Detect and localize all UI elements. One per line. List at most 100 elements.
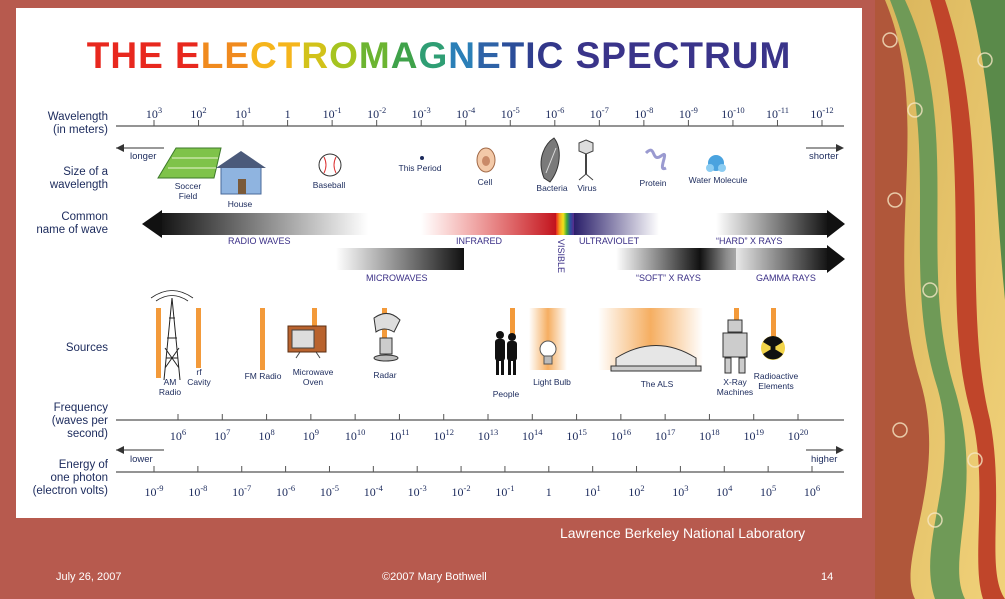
microwave-oven-icon [287,325,327,359]
energy-tick-label: 103 [672,483,688,499]
wavelength-tick-label: 10-9 [679,105,698,121]
energy-tick-label: 101 [585,483,601,499]
wave-name-infrared: INFRARED [456,236,503,246]
energy-tick-label: 1 [546,485,552,499]
source-label-people: People [493,389,520,399]
wavelength-tick-label: 1 [285,107,291,121]
row-label-wavelength: Wavelength(in meters) [48,111,108,136]
credit-label: Lawrence Berkeley National Laboratory [560,525,806,541]
wave-name-radio: RADIO WAVES [228,236,291,246]
soccer-field-icon [157,147,222,179]
frequency-tick-label: 1018 [699,427,720,443]
row-label-sources: Sources [66,342,108,354]
size-label-protein: Protein [640,178,667,188]
source-label-fm: FM Radio [245,371,282,381]
size-label-virus: Virus [577,183,596,193]
footer-copyright: ©2007 Mary Bothwell [382,571,487,583]
ultraviolet-band [574,213,659,235]
higher-label: higher [811,454,837,465]
source-label-als: The ALS [641,379,674,389]
soft-xray-band [616,248,736,270]
people-icon [495,331,517,375]
wave-name-gamma: GAMMA RAYS [756,273,816,283]
wavelength-tick-label: 10-7 [590,105,609,121]
wavelength-tick-label: 10-8 [634,105,653,121]
energy-tick-label: 10-2 [452,483,471,499]
source-marker-radioactive [771,308,776,338]
wavelength-tick-label: 10-3 [412,105,431,121]
wave-name-ultraviolet: ULTRAVIOLET [579,236,640,246]
lower-label: lower [130,454,153,465]
higher-arrow-head [836,446,844,454]
wave-name-visible: VISIBLE [556,239,566,273]
virus-icon [578,139,594,181]
spectrum-panel: THE ELECTROMAGNETIC SPECTRUM Wavelength(… [16,8,862,518]
size-label-house: House [228,199,253,209]
lower-arrow-head [116,446,124,454]
longer-arrow-head [116,144,124,152]
size-label-baseball: Baseball [313,180,346,190]
wavelength-tick-label: 101 [235,105,251,121]
shorter-arrow-head [836,144,844,152]
baseball-icon [318,153,342,177]
visible-band [556,213,574,235]
water-molecule-icon [706,155,726,172]
source-marker-am [156,308,161,378]
wavelength-tick-label: 10-6 [545,105,564,121]
energy-tick-label: 10-6 [276,483,295,499]
wavelength-tick-label: 10-11 [766,105,789,121]
wavelength-tick-label: 10-4 [456,105,476,121]
frequency-tick-label: 1010 [345,427,366,443]
radio-waves-band [158,213,368,235]
wavelength-tick-label: 102 [190,105,206,121]
hard-xray-arrow [827,210,845,238]
frequency-tick-label: 1015 [566,427,587,443]
frequency-tick-label: 109 [303,427,319,443]
energy-tick-label: 105 [760,483,776,499]
size-label-period: This Period [399,163,442,173]
wavelength-tick-label: 10-2 [367,105,386,121]
frequency-tick-label: 107 [214,427,230,443]
energy-tick-label: 10-5 [320,483,339,499]
size-label-bacteria: Bacteria [536,183,567,193]
gamma-ray-arrow [827,245,845,273]
energy-tick-label: 102 [628,483,644,499]
light-bulb-icon [539,340,557,365]
footer-page-number: 14 [821,571,834,583]
house-icon [216,151,266,195]
source-marker-fm [260,308,265,370]
energy-tick-label: 104 [716,483,733,499]
page-title: THE ELECTROMAGNETIC SPECTRUM [87,35,792,76]
source-marker-rf [196,308,201,368]
footer-date: July 26, 2007 [56,571,122,583]
wavelength-tick-label: 10-12 [810,105,833,121]
energy-tick-label: 10-8 [188,483,207,499]
wavelength-tick-label: 10-5 [501,105,520,121]
energy-tick-label: 10-3 [408,483,427,499]
shorter-label: shorter [809,151,839,162]
wavelength-tick-label: 103 [146,105,162,121]
wave-name-soft-xray: “SOFT” X RAYS [636,273,701,283]
energy-tick-label: 10-4 [364,483,384,499]
frequency-tick-label: 1016 [611,427,632,443]
energy-tick-label: 10-1 [495,483,514,499]
cell-icon [476,147,496,173]
xray-machine-icon [722,319,748,374]
frequency-tick-label: 1017 [655,427,676,443]
wave-name-microwaves: MICROWAVES [366,273,428,283]
source-label-light-bulb: Light Bulb [533,377,571,387]
als-building-icon [610,345,702,372]
am-radio-tower-icon [150,290,194,381]
